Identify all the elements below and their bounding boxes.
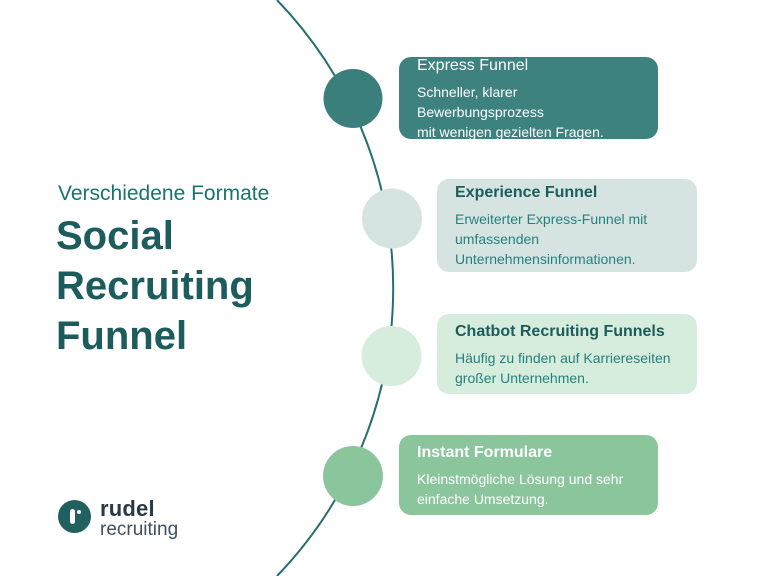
card-title: Express Funnel [417,56,529,74]
timeline-node-experience [362,188,422,249]
timeline-node-chatbot [361,326,422,386]
card-express-funnel: Express Funnel Schneller, klarer Bewerbu… [399,56,658,140]
card-body: Schneller, klarer Bewerbungsprozess mit … [417,83,604,140]
logo-r-dot [76,509,82,515]
timeline-arc [276,0,395,576]
rudel-logo-icon [58,500,91,533]
page-title: Social Recruiting Funnel [56,214,254,358]
card-title: Instant Formulare [417,443,553,461]
logo-sub-text: recruiting [100,519,179,540]
card-body: Erweiterter Express-Funnel mit umfassend… [455,211,648,267]
card-title: Experience Funnel [455,184,598,201]
card-instant-formulare: Instant Formulare Kleinstmögliche Lösung… [399,435,658,515]
logo-brand-text: rudel [100,496,155,521]
card-experience-funnel: Experience Funnel Erweiterter Express-Fu… [437,179,697,272]
subtitle: Verschiedene Formate [58,182,270,205]
logo-r-bar [70,509,75,525]
card-body: Kleinstmögliche Lösung und sehr einfache… [417,470,624,507]
timeline-node-instant [323,446,383,506]
card-chatbot-recruiting-funnels: Chatbot Recruiting Funnels Häufig zu fin… [437,314,697,394]
card-body: Häufig zu finden auf Karriereseiten groß… [455,349,671,386]
card-title: Chatbot Recruiting Funnels [455,322,665,340]
timeline-node-express [323,69,383,128]
